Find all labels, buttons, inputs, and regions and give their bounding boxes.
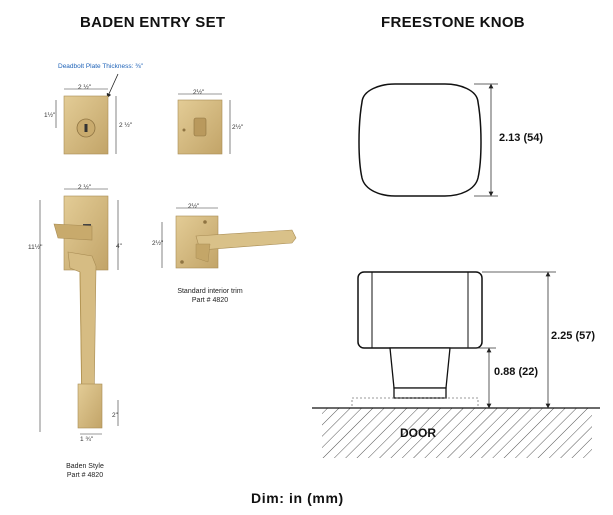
interior-plate-width-dim: 2½" [193, 89, 205, 96]
deadbolt-cylinder-offset-dim: 1½" [44, 112, 56, 119]
deadbolt-plate [63, 95, 109, 155]
handleset-caption-line2: Part # 4820 [66, 472, 104, 479]
handleset-top-plate-height-dim: 4" [116, 243, 122, 250]
units-note: Dim: in (mm) [251, 490, 344, 506]
baden-entry-set-title: BADEN ENTRY SET [80, 14, 226, 31]
knob-face-dim: 2.13 (54) [499, 132, 544, 144]
trim-caption-line2: Part # 4820 [191, 297, 229, 304]
interior-trim [175, 215, 297, 269]
deadbolt-thickness-note: Deadbolt Plate Thickness: ⅜" [58, 63, 143, 70]
deadbolt-width-dim: 2 ½" [78, 84, 92, 91]
knob-projection-dim: 2.25 (57) [551, 330, 596, 342]
door-label: DOOR [400, 426, 436, 440]
trim-caption-line1: Standard interior trim [177, 288, 243, 295]
handleset-overall-height-dim: 11½" [28, 244, 43, 251]
trim-height-dim: 2½" [152, 240, 164, 247]
knob-side-view [351, 271, 483, 409]
freestone-knob-title: FREESTONE KNOB [381, 14, 525, 31]
handleset [53, 195, 109, 429]
interior-deadbolt-plate [177, 99, 223, 155]
handleset-caption: Baden Style Part # 4820 [50, 462, 120, 480]
handleset-top-width-dim: 2 ½" [78, 184, 92, 191]
handleset-bottom-height-dim: 2" [112, 412, 118, 419]
interior-plate-height-dim: 2½" [232, 124, 244, 131]
door-section [322, 408, 592, 458]
trim-caption: Standard interior trim Part # 4820 [160, 287, 260, 305]
trim-width-dim: 2½" [188, 203, 200, 210]
deadbolt-height-dim: 2 ½" [119, 122, 133, 129]
knob-stem-dim: 0.88 (22) [494, 366, 539, 378]
handleset-bottom-width-dim: 1 ¾" [80, 436, 94, 443]
handleset-caption-line1: Baden Style [66, 463, 104, 470]
knob-top-view [358, 83, 482, 197]
